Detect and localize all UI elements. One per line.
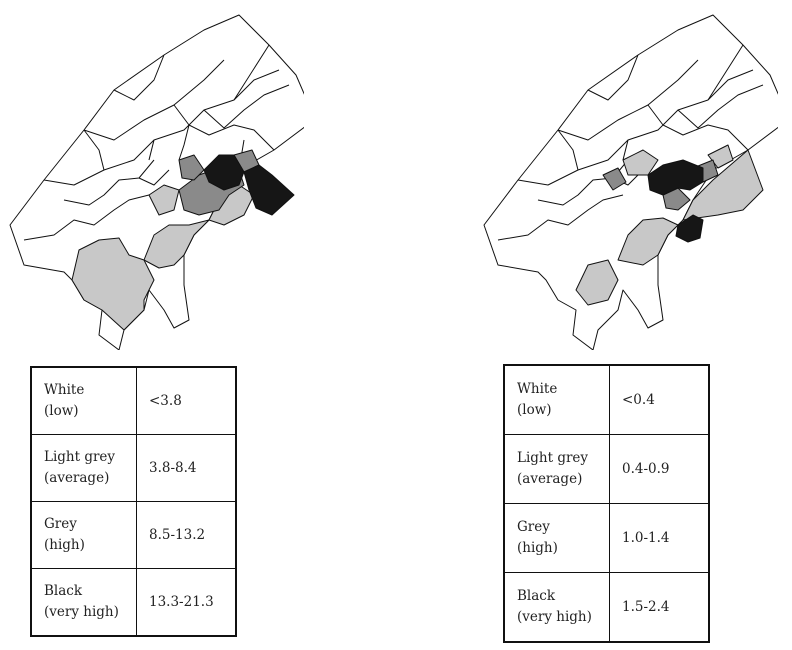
very-high-districts — [203, 154, 295, 216]
legend-row-high: Grey (high) 1.0-1.4 — [503, 503, 710, 573]
district-boundaries — [23, 44, 290, 241]
legend-table-right: White (low) <0.4 Light grey (average) 0.… — [503, 364, 710, 643]
legend-class-label: White — [44, 382, 85, 398]
legend-level-label: (average) — [44, 470, 110, 486]
legend-range-value: 1.5-2.4 — [609, 572, 710, 643]
very-high-districts — [647, 159, 704, 243]
legend-class-cell: Grey (high) — [30, 501, 137, 569]
legend-row-average: Light grey (average) 3.8-8.4 — [30, 434, 237, 502]
legend-table-left: White (low) <3.8 Light grey (average) 3.… — [30, 366, 237, 637]
legend-level-label: (average) — [517, 471, 583, 487]
legend-class-label: White — [517, 381, 558, 397]
average-districts — [71, 184, 255, 331]
legend-range-value: 0.4-0.9 — [609, 434, 710, 504]
legend-row-high: Grey (high) 8.5-13.2 — [30, 501, 237, 569]
legend-class-cell: Black (very high) — [30, 568, 137, 637]
choropleth-map-right — [478, 10, 778, 350]
legend-row-average: Light grey (average) 0.4-0.9 — [503, 434, 710, 504]
district-boundaries — [497, 44, 764, 241]
legend-class-cell: Light grey (average) — [30, 434, 137, 502]
legend-range-value: <0.4 — [609, 364, 710, 435]
legend-level-label: (very high) — [517, 609, 592, 625]
legend-class-label: Light grey — [517, 450, 589, 466]
choropleth-map-left — [4, 10, 304, 350]
legend-row-very-high: Black (very high) 13.3-21.3 — [30, 568, 237, 637]
legend-class-label: Black — [44, 583, 83, 599]
legend-range-value: 13.3-21.3 — [136, 568, 237, 637]
legend-class-label: Grey — [44, 516, 77, 532]
legend-level-label: (high) — [517, 540, 558, 556]
map-left-svg — [9, 14, 304, 350]
legend-level-label: (high) — [44, 537, 85, 553]
legend-range-value: <3.8 — [136, 366, 237, 435]
legend-row-low: White (low) <3.8 — [30, 366, 237, 435]
legend-range-value: 8.5-13.2 — [136, 501, 237, 569]
legend-class-label: Light grey — [44, 449, 116, 465]
legend-class-cell: White (low) — [503, 364, 610, 435]
legend-class-cell: White (low) — [30, 366, 137, 435]
map-right-svg — [483, 14, 778, 350]
legend-level-label: (low) — [44, 403, 79, 419]
legend-level-label: (very high) — [44, 604, 119, 620]
legend-level-label: (low) — [517, 402, 552, 418]
legend-class-cell: Black (very high) — [503, 572, 610, 643]
legend-class-cell: Light grey (average) — [503, 434, 610, 504]
legend-class-label: Grey — [517, 519, 550, 535]
legend-row-very-high: Black (very high) 1.5-2.4 — [503, 572, 710, 643]
legend-row-low: White (low) <0.4 — [503, 364, 710, 435]
legend-range-value: 3.8-8.4 — [136, 434, 237, 502]
legend-class-label: Black — [517, 588, 556, 604]
legend-range-value: 1.0-1.4 — [609, 503, 710, 573]
legend-class-cell: Grey (high) — [503, 503, 610, 573]
